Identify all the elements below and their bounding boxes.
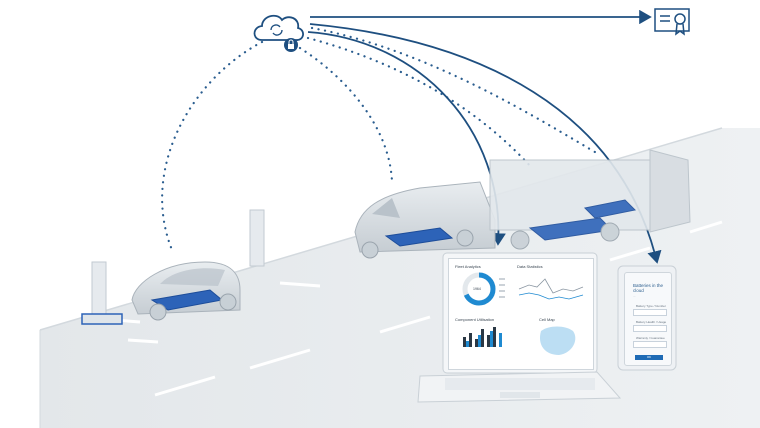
phone-subtitle: ... (633, 294, 636, 298)
dashboard-graphics (462, 272, 584, 355)
dashboard-panel-1-title: Fleet Analytics (455, 264, 481, 269)
dashboard-panel-3-title: Component Utilisation (455, 317, 495, 322)
donut-value: 1964 (473, 287, 481, 291)
dashboard-panel-4-title: Cell Map (539, 317, 555, 322)
phone-field-1[interactable]: Battery Type / Number (633, 304, 667, 316)
delivery-van (354, 181, 496, 259)
phone-field-3[interactable]: Warranty / Guarantee (633, 336, 667, 348)
charging-station-back (249, 209, 265, 267)
phone-app-screen: Batteries in the cloud ... Battery Type … (624, 272, 672, 366)
phone-title: Batteries in the cloud (633, 283, 664, 293)
electric-car (131, 261, 241, 321)
dotted-links (161, 26, 602, 252)
phone-field-2-label: Battery Health / Usage (636, 320, 667, 324)
certificate-icon (654, 8, 690, 36)
phone-field-2[interactable]: Battery Health / Usage (633, 320, 667, 332)
laptop-dashboard: Fleet Analytics 1964 Data Statistics Com… (448, 258, 594, 370)
phone-field-1-label: Battery Type / Number (636, 304, 666, 308)
phone-field-3-label: Warranty / Guarantee (636, 336, 665, 340)
charging-station-front (81, 261, 123, 325)
phone-ok-button[interactable]: OK (635, 355, 663, 360)
dashboard-panel-2-title: Data Statistics (517, 264, 543, 269)
cloud-sync-lock-icon (253, 14, 304, 52)
electric-truck (489, 149, 691, 250)
